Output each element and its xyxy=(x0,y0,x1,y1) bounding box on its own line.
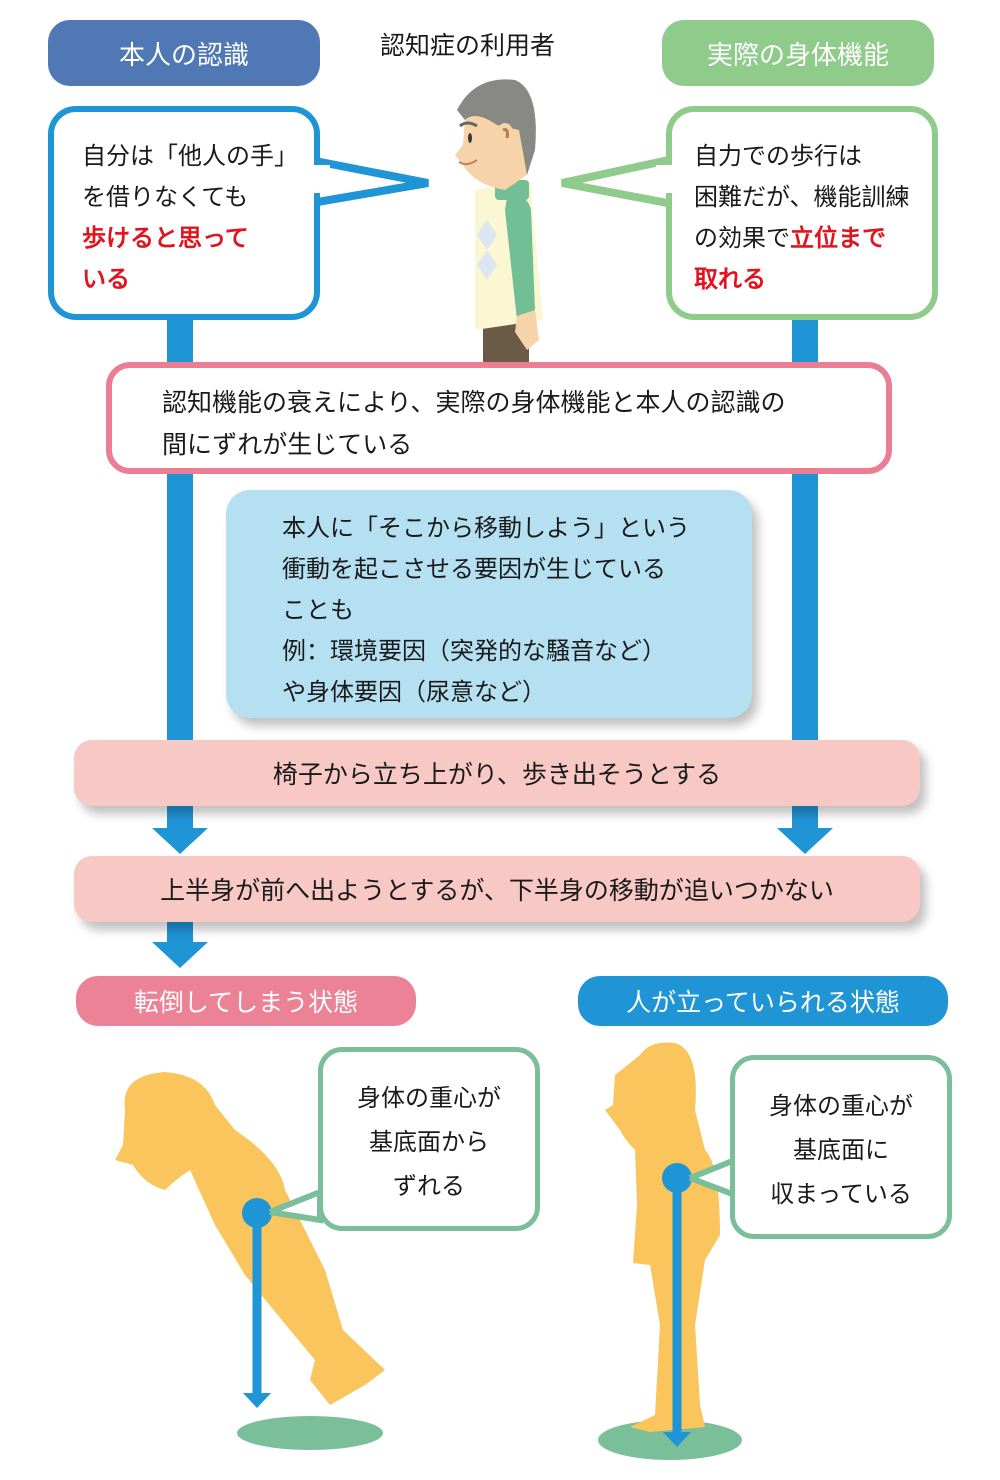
bubble-text: の効果で立位まで xyxy=(694,224,886,252)
left-arrow-head-2 xyxy=(152,942,208,968)
fall-state-label: 転倒してしまう状態 xyxy=(76,976,416,1026)
bubble-text: 基底面から xyxy=(369,1128,489,1156)
self-perception-bubble: 自分は「他人の手」 を借りなくても 歩けると思って いる xyxy=(48,106,320,320)
gap-text-line2: 間にずれが生じている xyxy=(162,430,413,459)
gap-text-line1: 認知機能の衰えにより、実際の身体機能と本人の認識の xyxy=(162,388,786,417)
fall-explanation-bubble: 身体の重心が 基底面から ずれる xyxy=(318,1047,540,1231)
self-perception-label: 本人の認識 xyxy=(48,20,320,86)
bubble-text: 自分は「他人の手」 xyxy=(82,142,298,170)
right-arrow-head xyxy=(777,828,833,854)
factor-text: 本人に「そこから移動しよう」という xyxy=(282,514,690,542)
bubble-text: 基底面に xyxy=(793,1136,889,1164)
perception-gap-box: 認知機能の衰えにより、実際の身体機能と本人の認識の 間にずれが生じている xyxy=(106,362,892,474)
bubble-text: 困難だが、機能訓練 xyxy=(694,183,910,211)
bubble-text: ずれる xyxy=(393,1172,465,1200)
bubble-emphasis: 歩けると思って xyxy=(82,224,249,252)
left-bubble-tail-cover xyxy=(310,165,330,193)
factor-example-text: 例：環境要因（突発的な騒音など） xyxy=(282,637,666,665)
elderly-user-illustration xyxy=(455,79,543,370)
bubble-text: 自力での歩行は xyxy=(694,142,862,170)
standing-figure-illustration xyxy=(598,1042,742,1460)
stand-explanation-bubble: 身体の重心が 基底面に 収まっている xyxy=(730,1055,952,1239)
bubble-text: 身体の重心が xyxy=(769,1092,913,1120)
actual-function-bubble: 自力での歩行は 困難だが、機能訓練 の効果で立位まで 取れる xyxy=(666,106,938,320)
diagram-title: 認知症の利用者 xyxy=(380,31,556,60)
factor-text: 衝動を起こさせる要因が生じている xyxy=(282,555,666,583)
actual-function-label: 実際の身体機能 xyxy=(662,20,934,86)
bubble-emphasis: いる xyxy=(82,265,130,293)
standing-state-label: 人が立っていられる状態 xyxy=(578,976,948,1026)
bubble-emphasis: 取れる xyxy=(694,265,766,293)
bubble-text: 収まっている xyxy=(770,1180,912,1208)
bubble-text: を借りなくても xyxy=(82,183,249,211)
factor-example-text: や身体要因（尿意など） xyxy=(282,678,546,706)
factor-text: ことも xyxy=(282,596,354,624)
step-stand-up: 椅子から立ち上がり、歩き出そうとする xyxy=(74,740,920,806)
left-flow-bar-2 xyxy=(167,920,193,944)
bubble-text: 身体の重心が xyxy=(357,1084,501,1112)
right-bubble-tail-cover xyxy=(656,165,676,193)
trigger-factor-box: 本人に「そこから移動しよう」という 衝動を起こさせる要因が生じている ことも 例… xyxy=(226,490,752,718)
left-arrow-head-1 xyxy=(152,828,208,854)
step-upper-body-forward: 上半身が前へ出ようとするが、下半身の移動が追いつかない xyxy=(74,856,920,922)
